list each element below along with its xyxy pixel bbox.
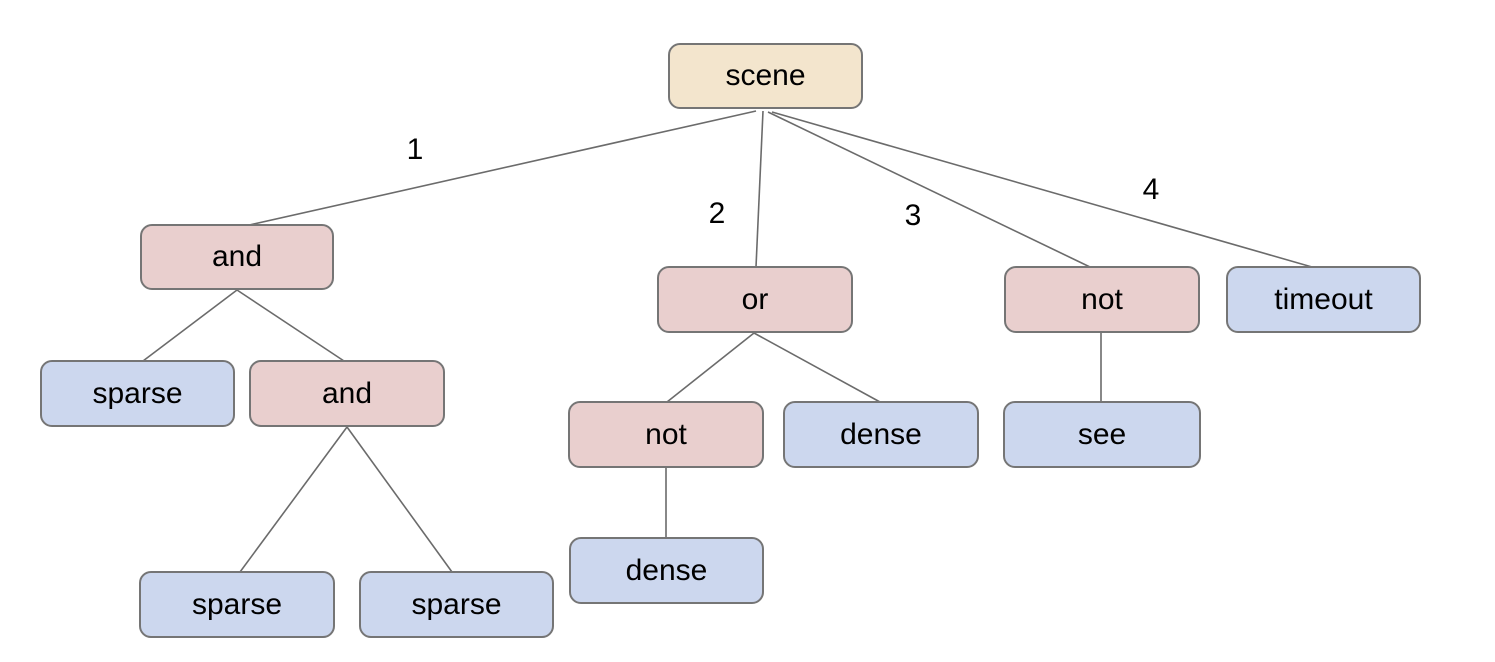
node-not-1: not	[1004, 266, 1200, 333]
node-timeout: timeout	[1226, 266, 1421, 333]
node-see: see	[1003, 401, 1201, 468]
edge-or-not	[666, 332, 755, 403]
node-not-2: not	[568, 401, 764, 468]
node-sparse-1: sparse	[40, 360, 235, 427]
node-dense-1: dense	[783, 401, 979, 468]
edge-scene-not	[767, 111, 1091, 268]
node-sparse-3: sparse	[359, 571, 554, 638]
node-and-2: and	[249, 360, 445, 427]
edge-scene-timeout	[771, 111, 1313, 268]
edge-label-1: 1	[406, 133, 424, 166]
edge-label-2: 2	[708, 197, 726, 230]
node-dense-2: dense	[569, 537, 764, 604]
edge-and2-sparse2	[346, 426, 453, 573]
edge-and-sparse	[142, 289, 238, 362]
edge-and-and	[236, 289, 345, 362]
edge-scene-or	[755, 110, 764, 268]
edge-and2-sparse	[239, 426, 348, 573]
node-sparse-2: sparse	[139, 571, 335, 638]
node-scene: scene	[668, 43, 863, 109]
edge-label-3: 3	[904, 199, 922, 232]
edge-label-4: 4	[1142, 173, 1160, 206]
edge-or-dense	[753, 332, 881, 403]
node-and-1: and	[140, 224, 334, 290]
node-or: or	[657, 266, 853, 333]
edge-scene-and	[244, 110, 757, 227]
